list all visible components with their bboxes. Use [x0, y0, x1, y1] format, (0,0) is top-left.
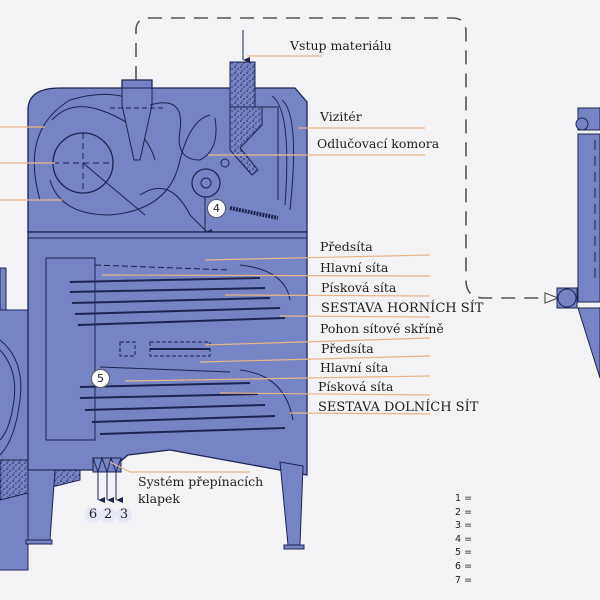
legend-item: 4 = [455, 533, 473, 545]
legend-item: 7 = [455, 574, 473, 586]
label-aspirator: Vizitér [320, 109, 362, 124]
badge-4: 4 [207, 199, 226, 218]
leader-lines [0, 55, 431, 473]
label-upper-main-sieves: Hlavní síta [320, 260, 389, 275]
legend-item: 6 = [455, 560, 473, 572]
label-lower-pre-sieves: Předsíta [321, 341, 374, 356]
legend-item: 2 = [455, 506, 473, 518]
label-material-input: Vstup materiálu [290, 38, 392, 53]
legend-item: 3 = [455, 520, 473, 532]
label-flap-system-line2: klapek [138, 491, 180, 506]
label-separation-chamber: Odlučovací komora [317, 136, 440, 151]
outlet-number: 6 [85, 507, 101, 523]
sieve-box-drive [119, 341, 211, 357]
air-return-duct [135, 17, 555, 299]
label-lower-sand-sieves: Písková síta [318, 379, 394, 394]
label-lower-sieve-assembly: SESTAVA DOLNÍCH SÍT [318, 400, 479, 415]
outlet-number: 2 [100, 507, 116, 523]
feed-hopper [229, 61, 256, 108]
legend: 1 = 2 = 3 = 4 = 5 = 6 = 7 = [455, 492, 472, 587]
legend-item: 1 = [455, 493, 473, 504]
sieve-box [25, 231, 308, 550]
aspirator-housing [27, 30, 308, 235]
label-lower-main-sieves: Hlavní síta [320, 360, 389, 375]
label-upper-pre-sieves: Předsíta [320, 239, 373, 254]
label-upper-sand-sieves: Písková síta [321, 280, 397, 295]
label-flap-system-line1: Systém přepínacích [138, 474, 264, 489]
upper-sieve-deck [69, 264, 291, 326]
label-sieve-box-drive: Pohon sítové skříně [320, 321, 444, 336]
badge-5: 5 [91, 369, 110, 388]
flap-outlets [92, 456, 123, 503]
outlet-number: 3 [116, 507, 132, 523]
screw-conveyor [229, 206, 279, 220]
label-upper-sieve-assembly: SESTAVA HORNÍCH SÍT [321, 301, 484, 316]
legend-item: 5 = [455, 547, 473, 559]
separator-drum [191, 168, 221, 198]
cyclone-separator [556, 107, 600, 379]
lower-sieve-deck [79, 366, 294, 435]
